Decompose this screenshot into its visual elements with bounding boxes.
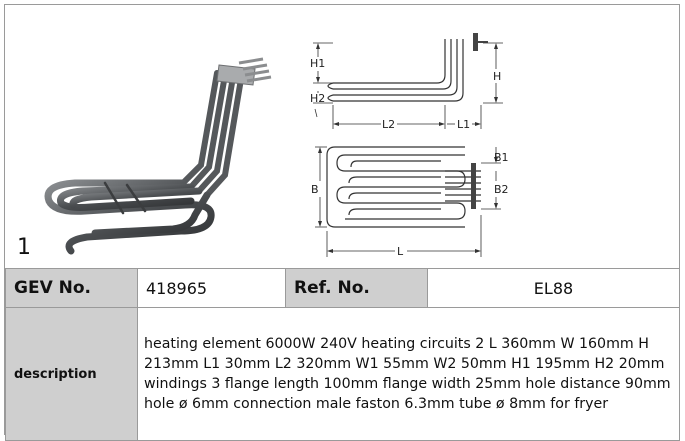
dim-label-b: B <box>311 183 319 196</box>
dim-label-b1: B1 <box>494 151 509 164</box>
product-image-area: H1 H H2 L2 L1 <box>5 5 679 268</box>
ref-label: Ref. No. <box>285 268 428 308</box>
dim-label-l1: L1 <box>457 118 470 131</box>
dim-label-l2: L2 <box>382 118 395 131</box>
figure-number: 1 <box>17 235 31 260</box>
dim-label-h2: H2 <box>310 92 325 105</box>
spec-row-ids: GEV No. 418965 Ref. No. EL88 <box>5 268 680 308</box>
dim-label-l: L <box>397 245 404 258</box>
gev-value: 418965 <box>137 268 286 308</box>
description-text: heating element 6000W 240V heating circu… <box>137 307 680 441</box>
ref-value: EL88 <box>427 268 680 308</box>
dim-label-h1: H1 <box>310 57 325 70</box>
technical-drawing: H1 H H2 L2 L1 <box>310 33 509 258</box>
dim-label-h: H <box>493 70 501 83</box>
spec-row-description: description heating element 6000W 240V h… <box>5 307 680 441</box>
heating-element-photo <box>44 57 272 255</box>
description-label: description <box>5 307 138 441</box>
product-sheet: H1 H H2 L2 L1 <box>4 4 680 441</box>
dim-label-b2: B2 <box>494 183 509 196</box>
gev-label: GEV No. <box>5 268 138 308</box>
spec-table: GEV No. 418965 Ref. No. EL88 description… <box>5 268 680 441</box>
